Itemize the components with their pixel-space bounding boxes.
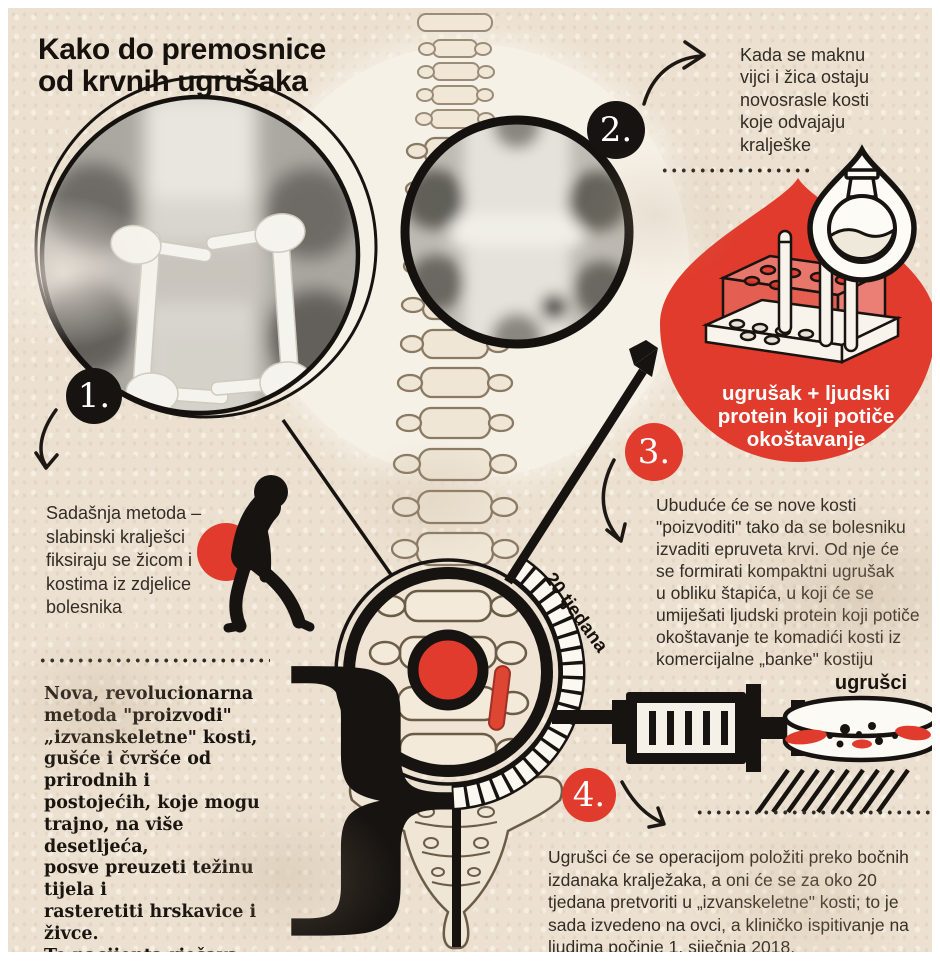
step1-number: 1. [77, 376, 111, 416]
vertebral-column [390, 136, 520, 567]
arrow-beside-step4 [620, 780, 666, 829]
infographic-canvas: } 1. 2. 3. 4. Kako do premosnice od krvn… [8, 8, 932, 952]
person-head [254, 475, 288, 509]
process-arrow [504, 340, 658, 585]
step2-note: Kada se maknu vijci i žica ostaju novosr… [740, 45, 870, 155]
xray-circle-2-border [400, 115, 634, 349]
syringe-icon [552, 684, 805, 772]
step4-number: 4. [572, 775, 606, 815]
dotted-line-bottom-right [695, 810, 932, 815]
new-method-text: Nova, revolucionarna metoda "proizvodi" … [44, 684, 260, 952]
xray-circle-1-outer-ring [34, 75, 378, 419]
step3-number: 3. [637, 432, 671, 472]
step4-note: Ugrušci će se operacijom položiti preko … [548, 847, 909, 952]
pain-spot [197, 523, 255, 581]
arrow-under-step3 [601, 458, 627, 543]
hatch-lines [756, 768, 910, 814]
cervical-spine [415, 13, 495, 129]
sacrum-detail [414, 806, 498, 887]
brace-glyph: } [260, 614, 482, 952]
dial-ring [343, 567, 553, 777]
target-dot [407, 629, 489, 711]
xray-bone-shading [42, 97, 358, 413]
dial-outer-ring [334, 558, 562, 786]
xray2-bone-shading [405, 120, 629, 344]
annotation-arrows [34, 40, 706, 829]
step2-number: 2. [599, 110, 633, 150]
clot-rod [488, 665, 511, 731]
step3-badge: 3. [625, 423, 683, 481]
dotted-line-top-right [660, 168, 810, 173]
dial-interior [355, 579, 541, 765]
flask-droplet-icon [807, 144, 917, 283]
step1-badge: 1. [66, 368, 122, 424]
pedicle-screws-hardware [110, 213, 313, 413]
spine-illustration [34, 13, 564, 950]
droplet-caption: ugrušak + ljudski protein koji potiče ok… [717, 382, 895, 451]
weeks-label: 20 tjedana [540, 569, 612, 657]
clots-in-dish [785, 722, 931, 749]
step3-note: Ubuduće će se nove kosti "poizvoditi" ta… [656, 495, 920, 669]
background-halo [251, 44, 689, 478]
step2-badge: 2. [587, 101, 645, 159]
magnifier-callout-line [281, 418, 394, 578]
droplet-shape [660, 178, 932, 462]
step1-note: Sadašnja metoda – slabinski kralješci fi… [46, 503, 202, 617]
arrow-under-step1 [34, 408, 59, 470]
arrow-to-step2-note [642, 40, 706, 106]
xray-circle-2 [400, 115, 634, 349]
petri-dish-label: ugrušci [834, 672, 908, 694]
infographic-title: Kako do premosnice od krvnih ugrušaka [38, 33, 326, 99]
blood-droplet-panel [660, 144, 932, 462]
diagram-layer [197, 340, 932, 814]
step4-badge: 4. [562, 768, 616, 822]
patient-pictogram [197, 475, 315, 633]
xray-circle-1 [39, 94, 361, 416]
implant-line [452, 784, 461, 947]
xray-circle-1-border [39, 94, 361, 416]
dotted-line-left [38, 658, 270, 663]
petri-dish-icon [782, 695, 932, 763]
sacrum-illustration [348, 775, 564, 950]
weeks-progress-arc [451, 557, 586, 811]
test-tube-rack-icon [701, 229, 903, 364]
